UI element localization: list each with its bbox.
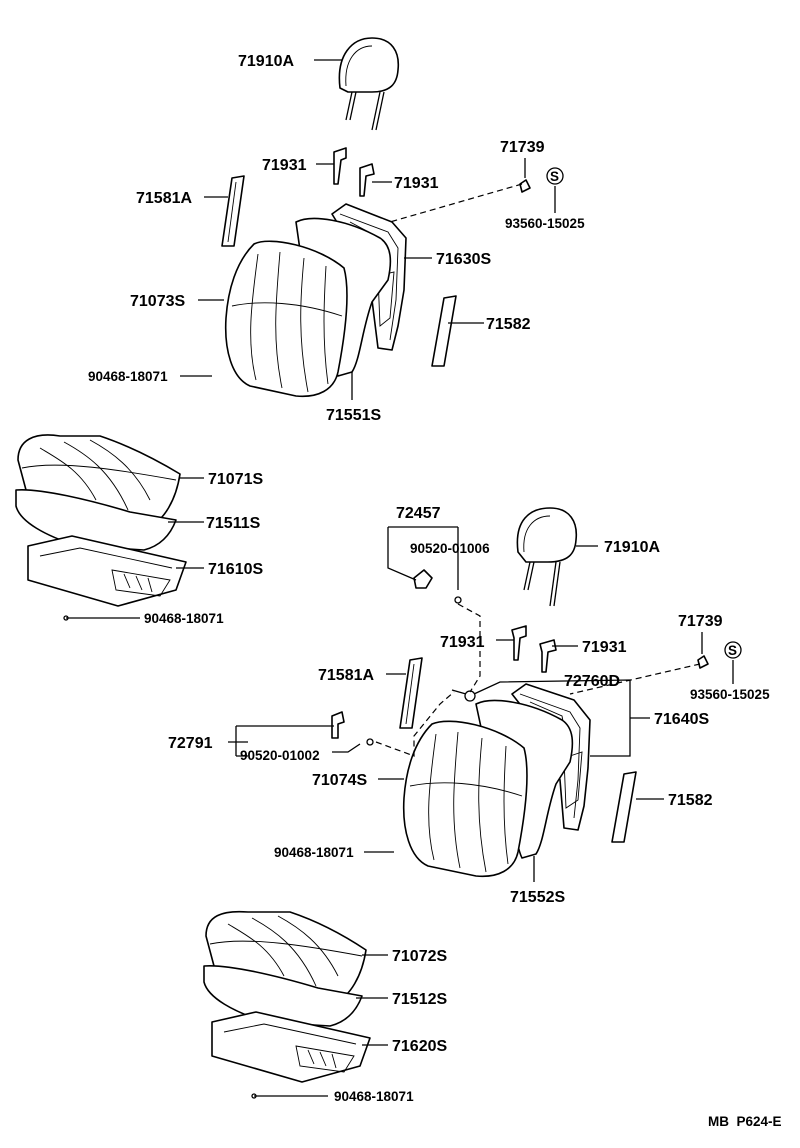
label-71610S: 71610S	[208, 561, 263, 578]
label-71582-bottom: 71582	[668, 792, 713, 809]
b-headrest	[516, 507, 578, 607]
label-90468-bottom: 90468-18071	[274, 845, 354, 860]
label-71910A-bottom: 71910A	[604, 539, 660, 556]
label-71581A-bottom: 71581A	[318, 667, 374, 684]
label-71620S: 71620S	[392, 1038, 447, 1055]
top-headrest	[338, 37, 400, 131]
cushion2-frame	[211, 1011, 371, 1083]
b-guide-right	[539, 639, 557, 673]
top-71739-nut	[519, 179, 531, 193]
label-71074S: 71074S	[312, 772, 367, 789]
b-s-screw: S	[724, 641, 742, 659]
b-71739-nut	[697, 655, 709, 669]
label-71581A-top: 71581A	[136, 190, 192, 207]
top-71582-cover	[431, 295, 457, 367]
label-93560-bottom: 93560-15025	[690, 687, 770, 702]
label-72760D: 72760D	[564, 673, 620, 690]
top-headrest-guide-right	[359, 163, 375, 197]
label-71552S: 71552S	[510, 889, 565, 906]
label-71739-top: 71739	[500, 139, 545, 156]
label-71630S: 71630S	[436, 251, 491, 268]
top-71581A-cover	[221, 175, 245, 247]
label-90520-01006: 90520-01006	[410, 541, 490, 556]
footer-reference: MB P624-E	[708, 1114, 782, 1129]
top-backrest-cover	[224, 240, 348, 398]
label-71511S: 71511S	[206, 515, 261, 532]
label-71551S: 71551S	[326, 407, 381, 424]
cushion2-pad	[203, 964, 363, 1027]
label-71073S: 71073S	[130, 293, 185, 310]
label-93560-top: 93560-15025	[505, 216, 585, 231]
label-90468-cush2: 90468-18071	[334, 1089, 414, 1104]
s-mark: S	[550, 169, 559, 184]
label-71931-top-left: 71931	[262, 157, 307, 174]
cushion1-frame	[27, 535, 187, 607]
s-mark: S	[728, 643, 737, 658]
label-71931-bottom-right: 71931	[582, 639, 627, 656]
label-71640S: 71640S	[654, 711, 709, 728]
label-90468-top: 90468-18071	[88, 369, 168, 384]
b-71582-cover	[611, 771, 637, 843]
b-backrest-cover	[402, 720, 528, 878]
label-71072S: 71072S	[392, 948, 447, 965]
label-71739-bottom: 71739	[678, 613, 723, 630]
b-guide-left	[511, 625, 527, 661]
b-72760D-bolt	[451, 689, 476, 702]
label-71931-bottom-left: 71931	[440, 634, 485, 651]
b-71581A-cover	[399, 657, 423, 729]
label-71931-top-right: 71931	[394, 175, 439, 192]
cushion1-pad	[15, 488, 177, 551]
label-71582-top: 71582	[486, 316, 531, 333]
top-headrest-guide-left	[333, 147, 347, 185]
b-72791-lever	[331, 711, 345, 739]
label-72791: 72791	[168, 735, 213, 752]
label-71512S: 71512S	[392, 991, 447, 1008]
b-72457-knob	[413, 569, 433, 589]
label-90468-cush1: 90468-18071	[144, 611, 224, 626]
label-71071S: 71071S	[208, 471, 263, 488]
label-90520-01002: 90520-01002	[240, 748, 320, 763]
top-s-screw: S	[546, 167, 564, 185]
label-71910A-top: 71910A	[238, 53, 294, 70]
label-72457: 72457	[396, 505, 441, 522]
